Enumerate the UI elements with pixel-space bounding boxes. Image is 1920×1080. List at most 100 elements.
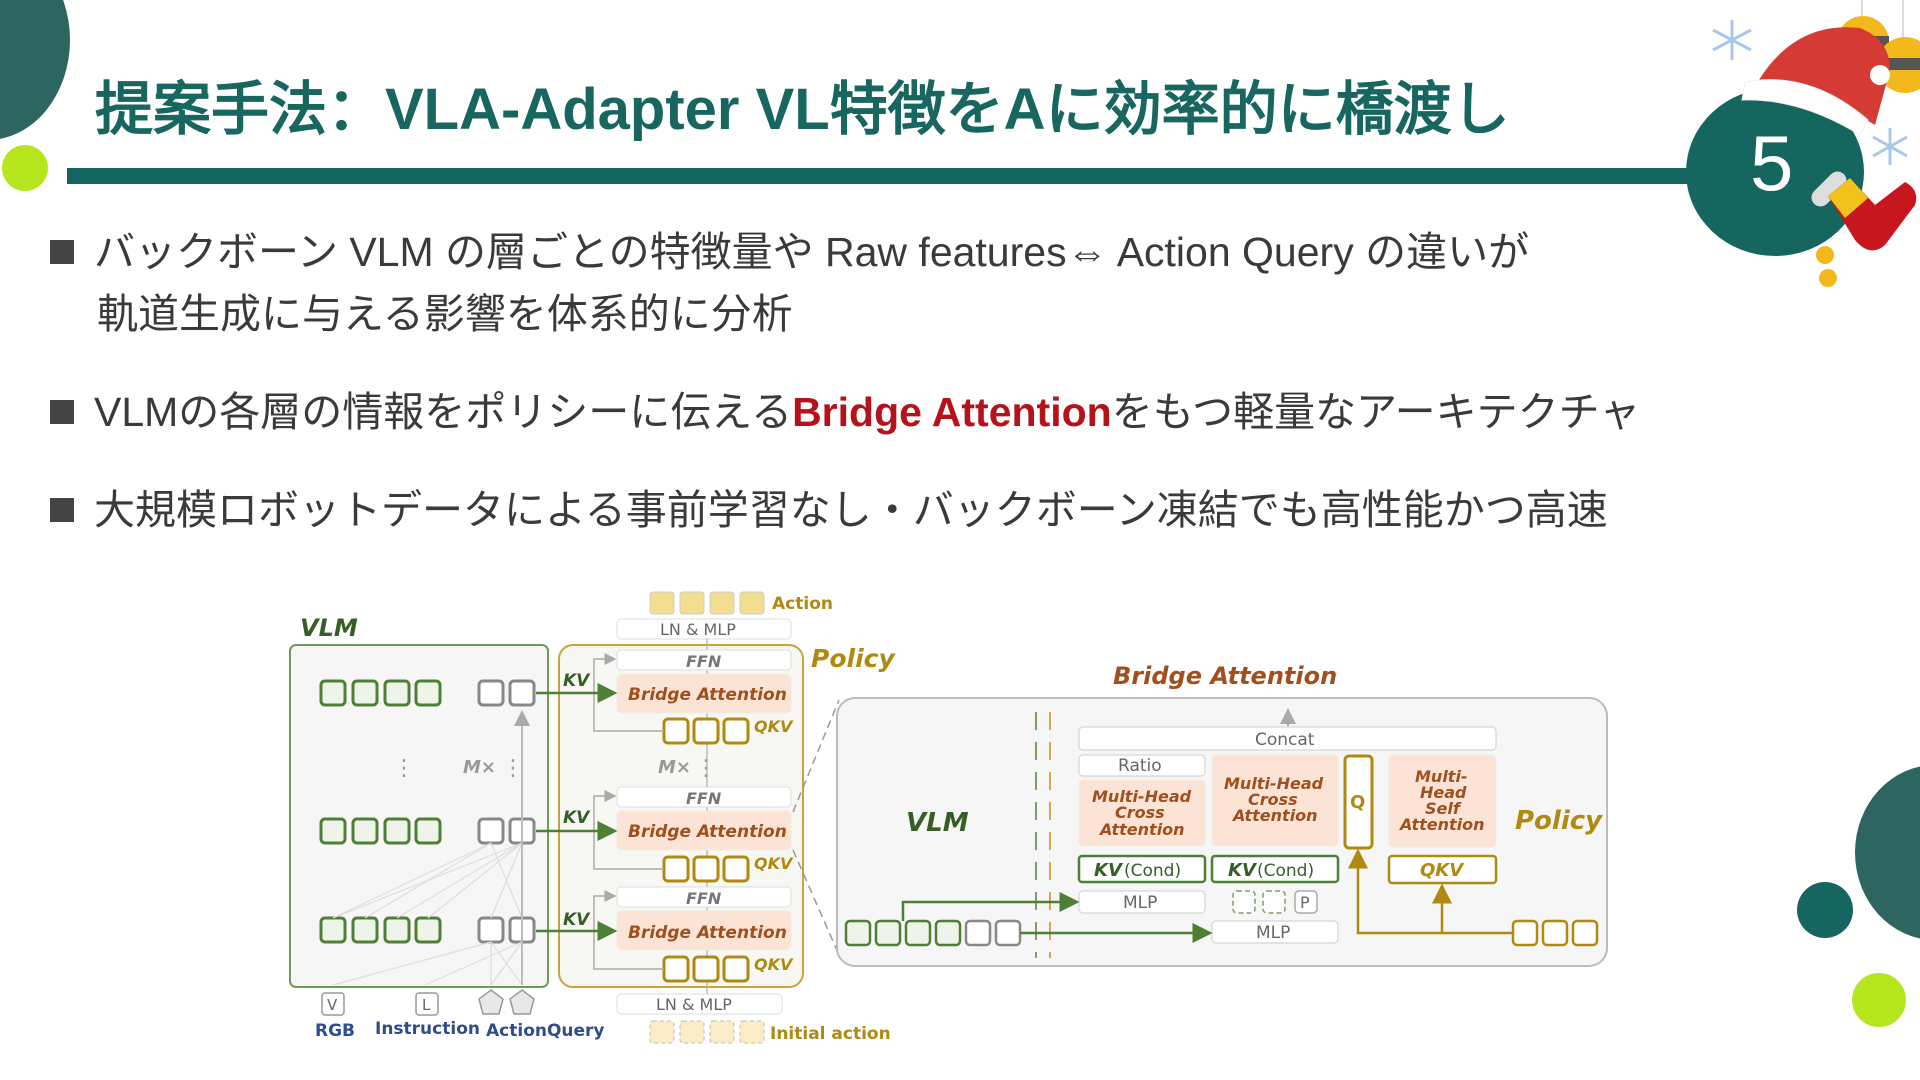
svg-text:KV: KV [563, 910, 591, 930]
snowflake-icon [1872, 128, 1908, 165]
qkv-box [1387, 854, 1498, 885]
page-number: 5 [1750, 119, 1794, 207]
svg-text:FFN: FFN [686, 889, 722, 908]
svg-text:FFN: FFN [686, 789, 722, 808]
decor-lime-circle-right [1852, 973, 1906, 1027]
input-instruction-glyph: L [422, 996, 431, 1014]
vlm-mx-dots: ⋮ [502, 756, 524, 781]
mhsa-line-4: Attention [1398, 815, 1485, 834]
bullet-square-icon [50, 400, 74, 424]
ln-mlp-bottom-label: LN & MLP [656, 995, 732, 1014]
detail-policy-tokens [1511, 919, 1599, 947]
santa-hat-icon [1741, 27, 1890, 136]
decor-teal-circle-right-small [1797, 882, 1853, 938]
input-rgb-icon [321, 992, 345, 1016]
kv-cond-1-suffix: (Cond) [1124, 861, 1181, 881]
snowflake-icon [1712, 20, 1752, 60]
kv-cond-2-suffix: (Cond) [1257, 861, 1314, 881]
vlm-layer-bottom [319, 916, 536, 944]
bullet-3-text: 大規模ロボットデータによる事前学習なし・バックボーン凍結でも高性能かつ高速 [94, 487, 1608, 533]
initial-action-label: Initial action [770, 1024, 891, 1044]
vlm-layer-mid [319, 817, 536, 845]
mhca-1-line-2: Cross [1115, 803, 1165, 822]
action-query-pentagon-icon [478, 989, 504, 1015]
ln-mlp-bottom [616, 993, 783, 1015]
mlp-2-label: MLP [1256, 923, 1290, 943]
bullet-2-highlight: Bridge Attention [792, 389, 1112, 435]
bullet-1-line-2: 軌道生成に与える影響を体系的に分析 [97, 291, 793, 337]
svg-text:KV: KV [563, 671, 591, 691]
input-rgb-label: RGB [315, 1021, 355, 1041]
decor-lime-circle-left [2, 145, 48, 191]
mhsa-line-2: Head [1420, 783, 1467, 802]
policy-layer-3: FFN Bridge Attention QKV KV [536, 886, 794, 983]
mhca-2-line-2: Cross [1248, 790, 1298, 809]
detail-vlm-label: VLM [906, 808, 969, 838]
vlm-attention-lines [332, 842, 523, 986]
q-box [1343, 754, 1374, 850]
input-rgb-glyph: V [327, 996, 338, 1014]
initial-action-tokens [649, 1020, 765, 1044]
svg-text:QKV: QKV [754, 717, 794, 736]
qkv-label: QKV [1420, 860, 1465, 881]
bullet-2-text-before: VLMの各層の情報をポリシーに伝える [94, 389, 793, 435]
p-label: P [1300, 893, 1310, 912]
kv-cond-2-box [1210, 854, 1340, 884]
kv-cond-1-kv: KV [1094, 860, 1124, 881]
kv-cond-2-kv: KV [1228, 860, 1258, 881]
svg-text:Bridge Attention: Bridge Attention [628, 923, 787, 943]
mlp-1-label: MLP [1123, 893, 1157, 913]
bullet-1: バックボーン VLM の層ごとの特徴量や Raw features⇔ Actio… [50, 218, 1529, 278]
policy-layer-1: FFN Bridge Attention QKV KV [536, 649, 794, 745]
policy-mx-dots: ⋮ [695, 756, 717, 781]
policy-layer-2: FFN Bridge Attention QKV KV [536, 786, 794, 883]
concat-box [1078, 726, 1497, 751]
placeholder-token [1232, 890, 1256, 914]
bullet-2-text-after: をもつ軽量なアーキテクチャ [1111, 389, 1641, 435]
svg-text:FFN: FFN [686, 652, 722, 671]
svg-text:Bridge Attention: Bridge Attention [628, 685, 787, 705]
ln-mlp-top [616, 618, 792, 640]
detail-vlm-tokens [844, 919, 1022, 947]
svg-text:QKV: QKV [754, 854, 794, 873]
bullet-square-icon [50, 498, 74, 522]
kv-cond-1-box [1077, 854, 1207, 884]
svg-text:Bridge Attention: Bridge Attention [628, 822, 787, 842]
vlm-dots: ⋮ [393, 756, 415, 781]
ln-mlp-top-label: LN & MLP [660, 620, 736, 639]
input-instruction-label: Instruction [375, 1019, 480, 1039]
policy-to-q-arrow [1348, 848, 1513, 935]
mhsa-line-1: Multi- [1415, 767, 1468, 786]
mhca-1-line-1: Multi-Head [1092, 787, 1192, 806]
mhca-1-box [1078, 779, 1206, 847]
title-underline-bar [67, 168, 1707, 184]
zoom-connector [792, 849, 840, 956]
policy-title: Policy [811, 644, 896, 673]
detail-policy-label: Policy [1515, 806, 1603, 836]
christmas-decoration [1712, 0, 1920, 287]
vlm-title: VLM [300, 614, 358, 642]
mhca-1-line-3: Attention [1098, 820, 1185, 839]
svg-text:QKV: QKV [754, 955, 794, 974]
bullet-2: VLMの各層の情報をポリシーに伝えるBridge Attentionをもつ軽量な… [50, 378, 1640, 438]
action-label: Action [772, 594, 833, 614]
mhsa-box [1388, 754, 1497, 848]
svg-text:KV: KV [563, 808, 591, 828]
mhca-2-line-3: Attention [1231, 806, 1318, 825]
vlm-mx-label: M× [463, 757, 496, 778]
ratio-label: Ratio [1118, 756, 1162, 776]
stocking-icon [1811, 171, 1917, 287]
policy-mx-label: M× [658, 757, 691, 778]
mhca-2-box [1211, 754, 1339, 847]
concat-label: Concat [1255, 730, 1315, 750]
action-query-pentagon-icon [509, 989, 535, 1015]
bullet-square-icon [50, 240, 74, 264]
bullet-1-line-1: バックボーン VLM の層ごとの特徴量や Raw features⇔ Actio… [94, 229, 1530, 275]
input-actionquery-label: ActionQuery [486, 1021, 605, 1041]
zoom-connector [792, 699, 840, 813]
action-tokens [649, 591, 765, 615]
mhsa-line-3: Self [1425, 799, 1462, 818]
mhca-2-line-1: Multi-Head [1224, 774, 1324, 793]
bullet-3: 大規模ロボットデータによる事前学習なし・バックボーン凍結でも高性能かつ高速 [50, 476, 1608, 536]
